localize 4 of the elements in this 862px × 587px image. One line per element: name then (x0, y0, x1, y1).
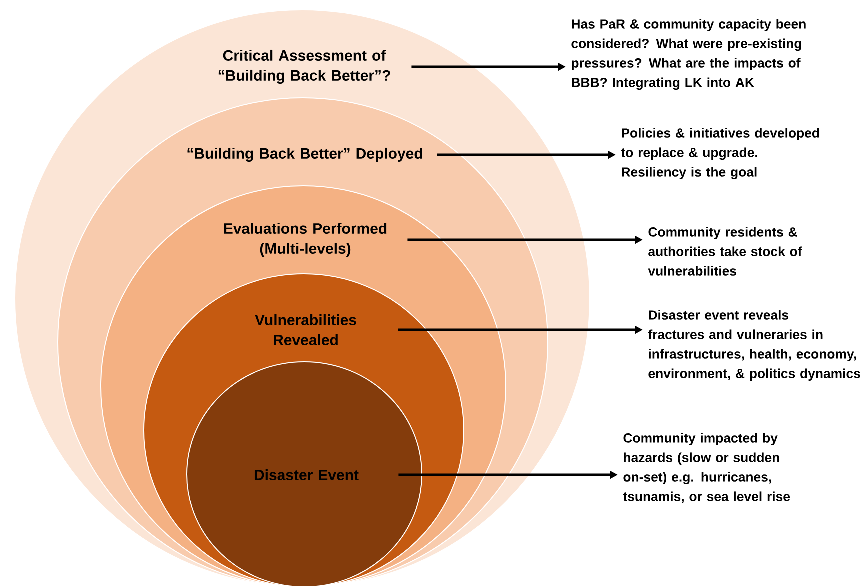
description-text: Disaster event reveals fractures and vulneraries in infrastructures, health, economy, environment, & politics dynamics (648, 310, 860, 382)
description-text: Community residents & authorities take stock of vulnerabilities (648, 227, 802, 276)
description-text: Community impacted by hazards (slow or sudden on-set) e.g. hurricanes, tsunamis, or sea level rise (623, 433, 790, 504)
description-text: Policies & initiatives developed to replace & upgrade. Resiliency is the goal (621, 128, 820, 180)
